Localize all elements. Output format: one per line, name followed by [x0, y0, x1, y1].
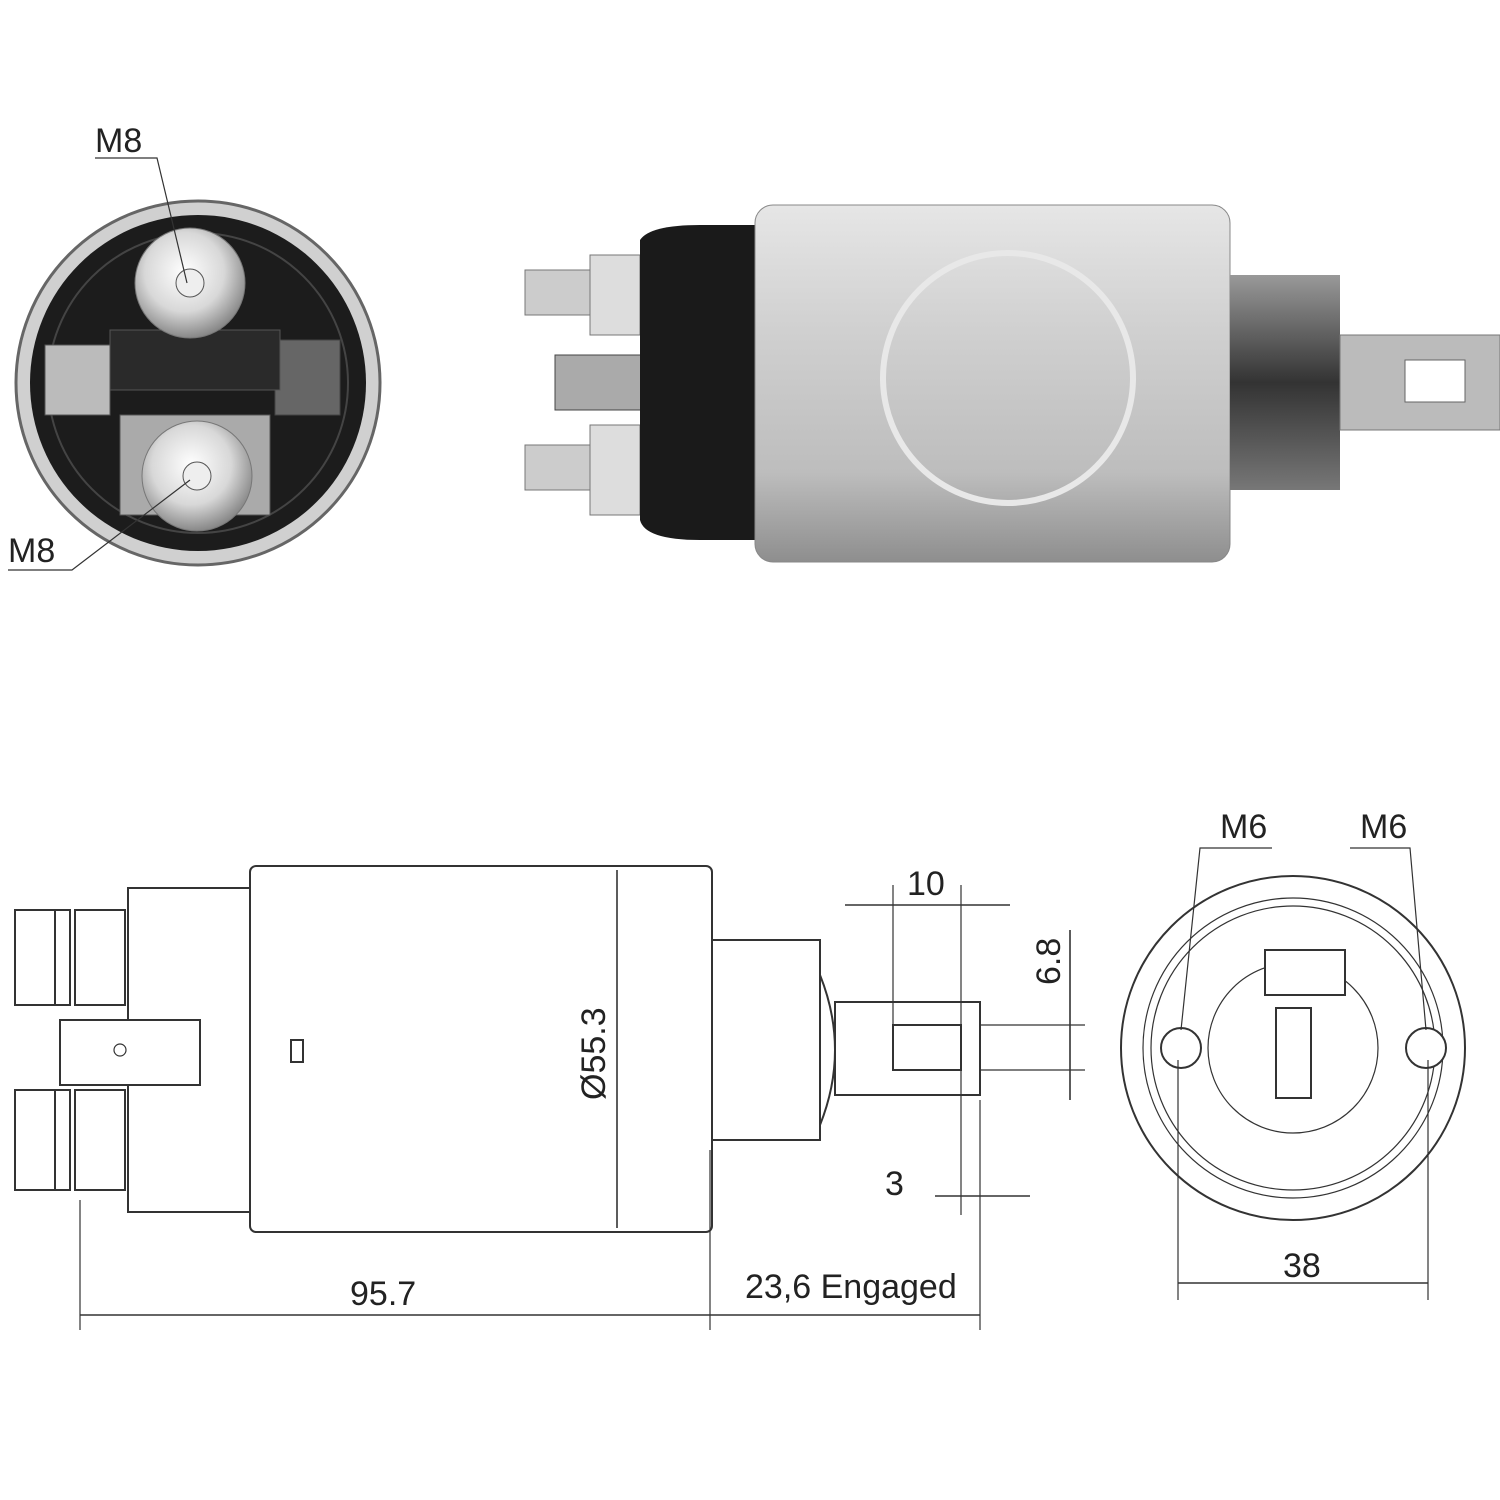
terminal-top-label: M8	[95, 122, 142, 160]
slot-length-label: 10	[907, 865, 945, 903]
length-label: 95.7	[350, 1275, 416, 1313]
side-view-photo	[524, 204, 1500, 563]
end-dimension-drawing: M6 M6 38	[1120, 808, 1466, 1300]
slot-width-label: 6.8	[1030, 938, 1068, 985]
plunger	[1230, 275, 1340, 490]
side-dimension-drawing: Ø55.3 95.7 23,6 Engaged 10 6.8 3	[14, 865, 1085, 1330]
terminal-bottom-label: M8	[8, 532, 55, 570]
engaged-label: 23,6 Engaged	[745, 1268, 957, 1306]
mount-spacing-label: 38	[1283, 1247, 1321, 1285]
mount-hole-right	[1405, 1027, 1447, 1069]
brand-logo-emboss	[880, 250, 1136, 506]
body-outline	[249, 865, 713, 1233]
mount-hole-left	[1160, 1027, 1202, 1069]
spade-terminal-left	[44, 344, 111, 416]
spade-terminal-right	[274, 339, 341, 416]
solenoid-body	[754, 204, 1231, 563]
tab-offset-label: 3	[885, 1165, 904, 1203]
spade-outline	[59, 1019, 201, 1086]
diameter-label: Ø55.3	[575, 1007, 613, 1100]
black-cap	[640, 225, 760, 540]
mount-left-label: M6	[1220, 808, 1267, 846]
mount-right-label: M6	[1360, 808, 1407, 846]
end-view-photo: M8 M8	[8, 122, 382, 571]
